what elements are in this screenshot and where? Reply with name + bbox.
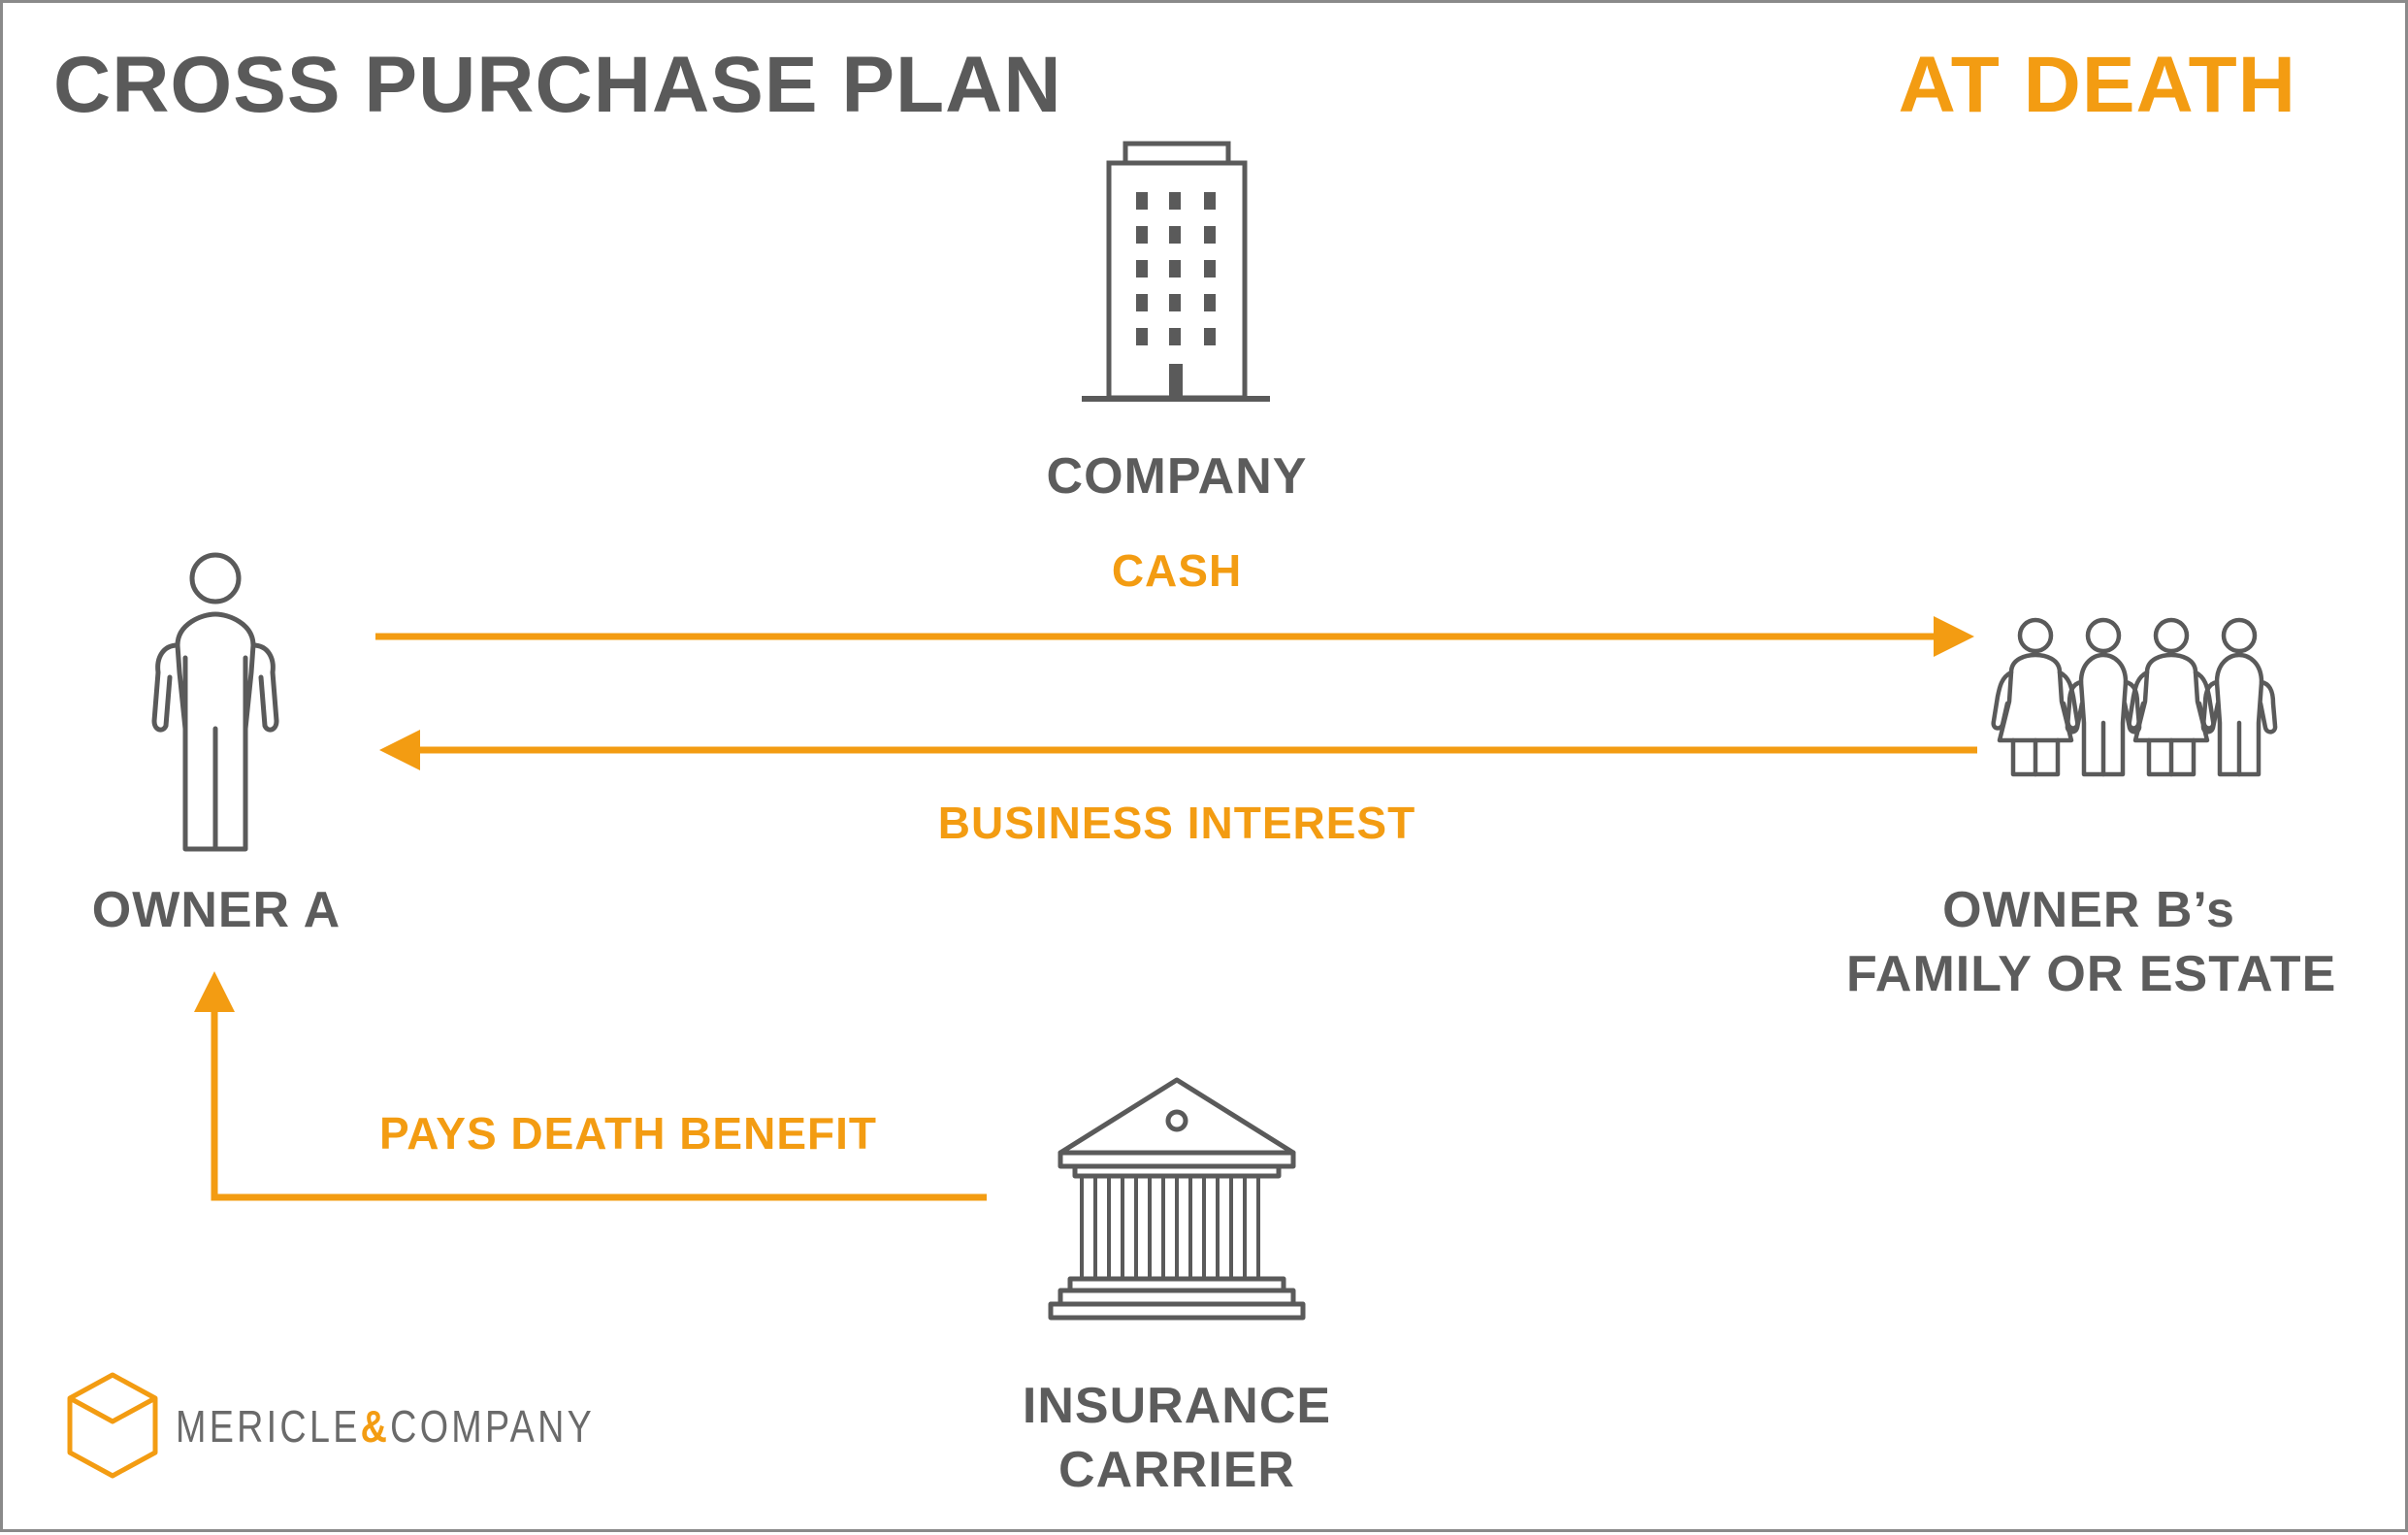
death-benefit-arrow xyxy=(194,971,987,1201)
scenario-title: AT DEATH xyxy=(1898,41,2296,129)
insurance-label-line2: CARRIER xyxy=(1058,1442,1295,1498)
owner-a-label: OWNER A xyxy=(91,882,342,938)
owner-b-label-line1: OWNER B’s xyxy=(1942,882,2235,938)
page-title: CROSS PURCHASE PLAN xyxy=(53,41,1062,129)
company-logo-text: MERICLE&COMPANY xyxy=(176,1400,595,1453)
death-benefit-label: PAYS DEATH BENEFIT xyxy=(379,1108,877,1159)
business-interest-label: BUSINESS INTEREST xyxy=(937,798,1416,848)
insurance-label-line1: INSURANCE xyxy=(1022,1378,1332,1434)
person-icon xyxy=(151,552,279,852)
bank-building-icon xyxy=(1048,1077,1306,1321)
logo-ampersand: & xyxy=(360,1401,391,1452)
cash-label: CASH xyxy=(1111,545,1243,596)
logo-cube-icon xyxy=(67,1372,158,1479)
owner-b-label-line2: FAMILY OR ESTATE xyxy=(1846,946,2337,1002)
company-label: COMPANY xyxy=(1046,448,1308,505)
logo-name-right: COMPANY xyxy=(390,1401,596,1452)
office-building-icon xyxy=(1082,141,1270,402)
logo-name-left: MERICLE xyxy=(176,1401,361,1452)
family-group-icon xyxy=(1991,617,2278,777)
diagram-graphics xyxy=(67,141,2278,1479)
